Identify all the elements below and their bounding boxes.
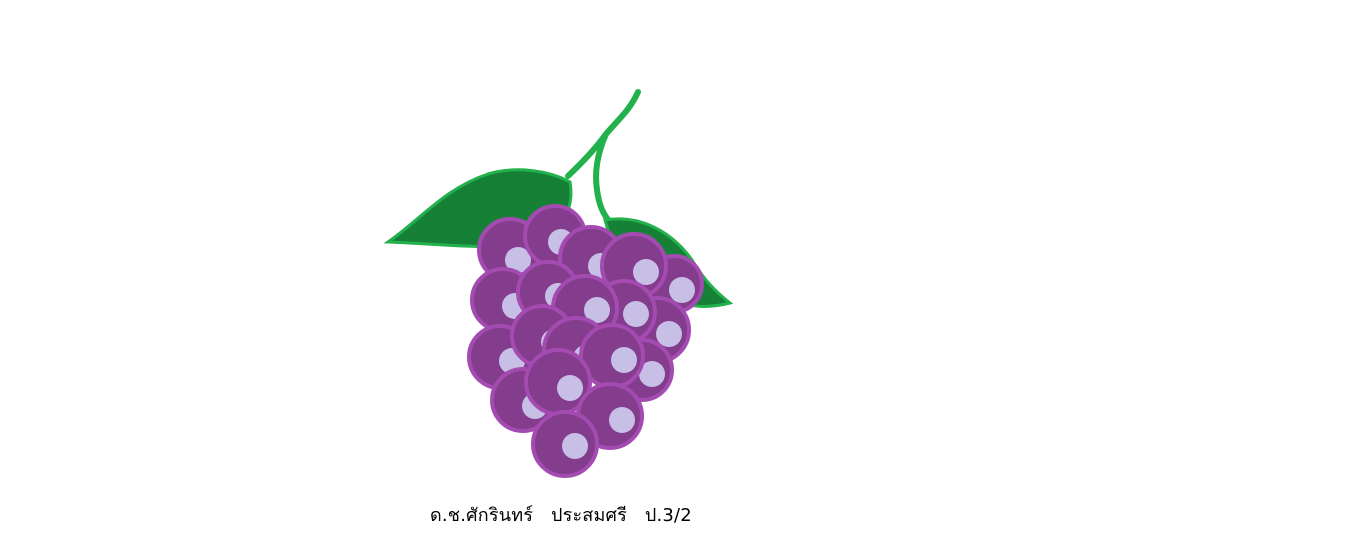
grape-berry-highlight <box>562 433 588 459</box>
grape-berry-highlight <box>623 301 649 327</box>
grape-berry-highlight <box>611 347 637 373</box>
grape-berry-highlight <box>609 407 635 433</box>
grape-berry-highlight <box>639 361 665 387</box>
grape-berry-highlight <box>505 247 531 273</box>
grape-berry <box>531 410 599 478</box>
stem <box>565 89 641 225</box>
artist-caption: ด.ช.ศักรินทร์ ประสมศรี ป.3/2 <box>430 505 692 526</box>
grape-berry-highlight <box>584 297 610 323</box>
grape-berry-highlight <box>557 375 583 401</box>
grape-berry-highlight <box>656 321 682 347</box>
grape-berry-highlight <box>669 277 695 303</box>
grape-cluster <box>467 204 704 478</box>
grape-berry-highlight <box>633 259 659 285</box>
